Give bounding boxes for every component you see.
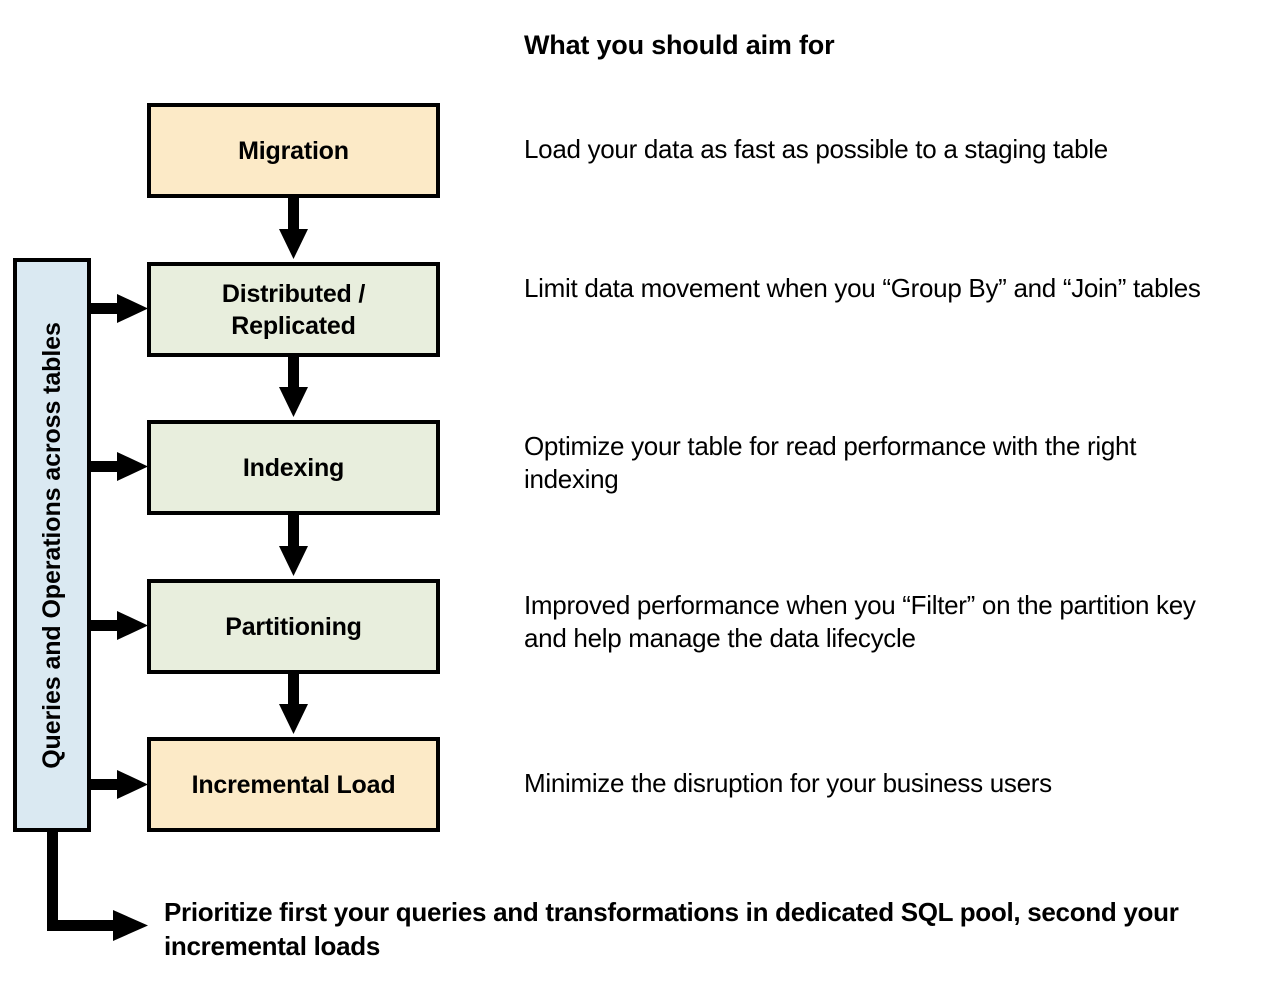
stage-description-incremental-load: Minimize the disruption for your busines… [524, 768, 1052, 798]
stage-box-partitioning[interactable]: Partitioning [147, 579, 440, 674]
stage-box-label: Partitioning [225, 612, 362, 641]
conclusion-text: Prioritize first your queries and transf… [164, 897, 1179, 961]
side-arrow-to-distributed [84, 294, 148, 323]
stage-description-distributed-replicated: Limit data movement when you “Group By” … [524, 273, 1201, 303]
stage-box-distributed-replicated[interactable]: Distributed / Replicated [147, 262, 440, 357]
stage-box-label: Distributed / Replicated [221, 279, 366, 340]
side-bar-queries-and-operations: Queries and Operations across tables [13, 258, 91, 832]
stage-box-label: Migration [238, 136, 349, 165]
stage-description-partitioning: Improved performance when you “Filter” o… [524, 590, 1196, 654]
side-arrow-to-incremental [84, 770, 148, 799]
page-title: What you should aim for [524, 30, 835, 60]
stage-description-indexing: Optimize your table for read performance… [524, 431, 1137, 495]
down-arrow-partitioning-to-incremental [279, 674, 308, 734]
stage-box-incremental-load[interactable]: Incremental Load [147, 737, 440, 832]
side-arrow-to-indexing [84, 452, 148, 481]
stage-box-indexing[interactable]: Indexing [147, 420, 440, 515]
stage-box-migration[interactable]: Migration [147, 103, 440, 198]
stage-box-label: Incremental Load [191, 770, 396, 799]
down-arrow-distributed-to-indexing [279, 357, 308, 417]
stage-description-migration: Load your data as fast as possible to a … [524, 134, 1108, 164]
stage-box-label: Indexing [242, 453, 345, 482]
down-arrow-migration-to-distributed [279, 198, 308, 259]
side-bar-label: Queries and Operations across tables [37, 321, 66, 769]
side-arrow-to-partitioning [84, 611, 148, 640]
elbow-arrow-to-conclusion [47, 830, 148, 941]
down-arrow-indexing-to-partitioning [279, 515, 308, 576]
